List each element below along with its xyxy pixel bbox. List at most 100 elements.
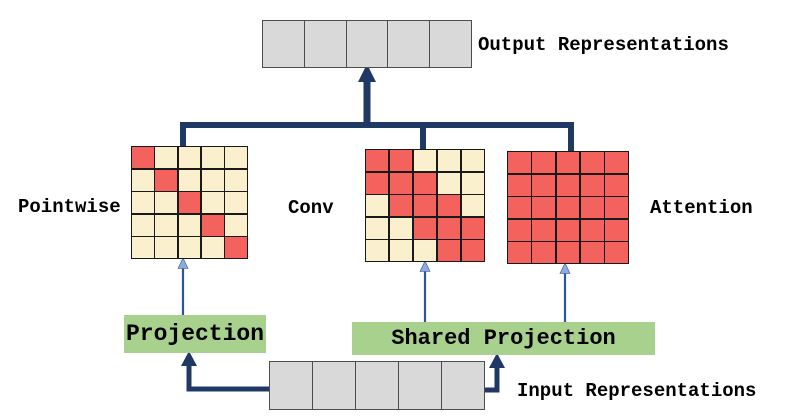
shared-to-attention-arrow — [559, 262, 571, 322]
pointwise-cell-inactive — [132, 192, 154, 213]
conv-cell-inactive — [389, 217, 413, 239]
pointwise-cell-inactive — [201, 192, 224, 213]
shared-to-conv-arrow — [419, 260, 431, 322]
pointwise-cell-active — [155, 169, 178, 191]
attention-cell-active — [556, 152, 580, 173]
attention-cell-active — [580, 197, 604, 218]
attention-cell-active — [508, 174, 531, 196]
pointwise-cell-inactive — [225, 169, 247, 191]
conv-cell-inactive — [437, 150, 461, 171]
conv-cell-active — [413, 195, 437, 216]
attention-cell-active — [508, 242, 531, 263]
conv-label: Conv — [288, 197, 334, 219]
pointwise-cell-inactive — [201, 147, 224, 168]
attention-cell-active — [532, 152, 556, 173]
representation-cell — [270, 362, 313, 409]
attention-cell-active — [556, 219, 580, 241]
input-to-shared-projection-arrow — [484, 353, 505, 393]
input-to-shared-elbow — [484, 367, 500, 393]
pointwise-cell-inactive — [178, 147, 201, 168]
conv-cell-inactive — [366, 240, 389, 261]
projection-to-pointwise-arrow — [177, 257, 189, 315]
pointwise-cell-inactive — [178, 214, 201, 236]
attention-cell-active — [532, 174, 556, 196]
pointwise-cell-inactive — [225, 147, 247, 168]
attention-cell-active — [532, 242, 556, 263]
attention-cell-active — [580, 174, 604, 196]
pointwise-cell-inactive — [201, 169, 224, 191]
projection-box-label: Projection — [125, 321, 265, 347]
pointwise-cell-active — [225, 237, 247, 258]
conv-cell-active — [437, 240, 461, 261]
conv-cell-inactive — [461, 150, 484, 171]
attention-cell-active — [556, 174, 580, 196]
pointwise-cell-inactive — [132, 169, 154, 191]
conv-cell-active — [389, 172, 413, 194]
conv-cell-active — [413, 172, 437, 194]
conv-cell-active — [461, 240, 484, 261]
pointwise-cell-active — [132, 147, 154, 168]
input-representation-row — [269, 361, 485, 410]
conv-cell-inactive — [461, 195, 484, 216]
pointwise-cell-inactive — [225, 214, 247, 236]
conv-cell-active — [437, 217, 461, 239]
attention-cell-active — [580, 219, 604, 241]
pointwise-cell-inactive — [132, 214, 154, 236]
representation-cell — [399, 362, 442, 409]
attention-cell-active — [508, 219, 531, 241]
pointwise-cell-inactive — [178, 169, 201, 191]
conv-cell-active — [366, 172, 389, 194]
pointwise-cell-inactive — [201, 237, 224, 258]
attention-cell-active — [605, 174, 628, 196]
pointwise-matrix — [131, 146, 248, 259]
conv-cell-active — [366, 150, 389, 171]
pointwise-cell-inactive — [155, 214, 178, 236]
attention-cell-active — [605, 152, 628, 173]
conv-cell-inactive — [461, 172, 484, 194]
attention-cell-active — [532, 197, 556, 218]
pointwise-cell-active — [178, 192, 201, 213]
attention-cell-active — [605, 242, 628, 263]
input-to-projection-arrowhead-icon — [181, 351, 197, 366]
attention-cell-active — [532, 219, 556, 241]
attention-cell-active — [605, 219, 628, 241]
conv-cell-active — [389, 195, 413, 216]
attention-cell-active — [580, 242, 604, 263]
attention-matrix — [507, 151, 629, 264]
pointwise-cell-active — [201, 214, 224, 236]
pointwise-cell-inactive — [225, 192, 247, 213]
pointwise-cell-inactive — [132, 237, 154, 258]
conv-cell-active — [461, 217, 484, 239]
conv-cell-active — [413, 217, 437, 239]
conv-matrix — [365, 149, 485, 262]
representation-cell — [263, 21, 305, 67]
attention-cell-active — [556, 242, 580, 263]
conv-cell-inactive — [413, 150, 437, 171]
representation-cell — [313, 362, 356, 409]
conv-cell-inactive — [366, 217, 389, 239]
pointwise-cell-inactive — [178, 237, 201, 258]
attention-cell-active — [508, 152, 531, 173]
shared-projection-box-label: Shared Projection — [391, 326, 616, 351]
pointwise-cell-inactive — [155, 237, 178, 258]
output-representations-label: Output Representations — [478, 34, 729, 56]
conv-cell-inactive — [437, 172, 461, 194]
attention-label: Attention — [650, 197, 753, 219]
conv-cell-active — [437, 195, 461, 216]
attention-cell-active — [556, 197, 580, 218]
conv-cell-active — [389, 150, 413, 171]
input-to-shared-arrowhead-icon — [489, 353, 505, 368]
conv-cell-inactive — [413, 240, 437, 261]
shared-projection-box: Shared Projection — [352, 322, 655, 355]
conv-cell-inactive — [389, 240, 413, 261]
pointwise-cell-inactive — [155, 147, 178, 168]
output-representation-row — [262, 20, 472, 68]
pointwise-cell-inactive — [155, 192, 178, 213]
representation-cell — [442, 362, 484, 409]
attention-cell-active — [605, 197, 628, 218]
representation-cell — [346, 21, 389, 67]
thin-arrowhead-icon — [419, 260, 431, 272]
thin-arrowhead-icon — [177, 257, 189, 269]
attention-cell-active — [580, 152, 604, 173]
